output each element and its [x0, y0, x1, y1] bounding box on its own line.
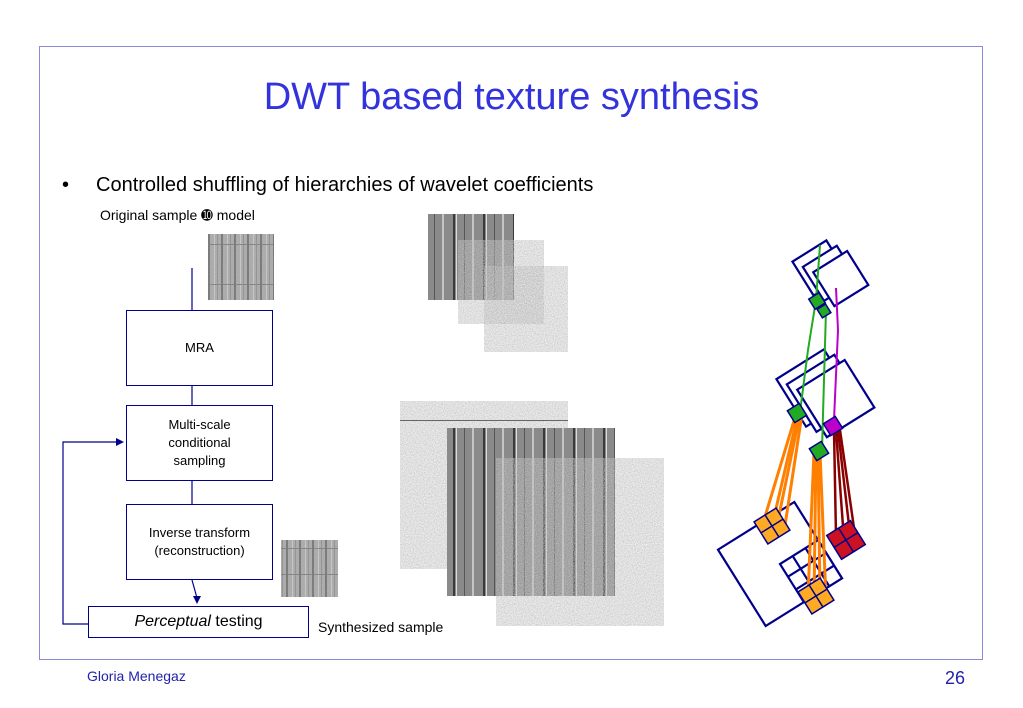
inverse-transform-box: Inverse transform (reconstruction) [126, 504, 273, 580]
sampling-label-line1: Multi-scale [168, 417, 231, 432]
perceptual-label: Perceptual testing [134, 613, 262, 631]
mra-label: MRA [185, 340, 214, 355]
bullet-marker: • [62, 174, 70, 196]
caption-original-sample: Original sample ➓ model [100, 207, 255, 223]
sampling-label-line3: sampling [173, 453, 226, 468]
perceptual-emphasis: Perceptual [134, 613, 211, 630]
perceptual-testing-box: Perceptual testing [88, 606, 309, 638]
synthesized-texture [281, 540, 338, 597]
sampling-label-line2: conditional [168, 435, 231, 450]
sampling-box: Multi-scale conditional sampling [126, 405, 273, 481]
subband-stack-large [400, 401, 664, 626]
mra-box: MRA [126, 310, 273, 386]
perceptual-rest: testing [210, 613, 263, 630]
highlight-coefficients [753, 291, 867, 615]
subband-stack-small [428, 214, 568, 352]
caption-synthesized-sample: Synthesized sample [318, 619, 444, 635]
inverse-label-line1: Inverse transform [148, 525, 251, 540]
bullet-text: Controlled shuffling of hierarchies of w… [96, 174, 594, 196]
slide-frame [39, 46, 983, 660]
tree-links [762, 244, 858, 601]
footer-author: Gloria Menegaz [87, 668, 186, 684]
slide-title: DWT based texture synthesis [263, 76, 760, 118]
inverse-label-line2: (reconstruction) [154, 543, 245, 558]
inverse-arrowhead [193, 596, 201, 604]
feedback-arrowhead [116, 438, 124, 446]
original-texture [208, 234, 274, 300]
footer-page-number: 26 [944, 668, 965, 688]
flow-lines [62, 268, 198, 625]
